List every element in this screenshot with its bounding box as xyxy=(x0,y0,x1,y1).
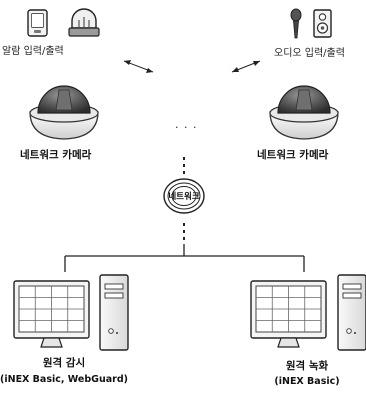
microphone-icon xyxy=(290,8,302,39)
network-label: 네트워크 xyxy=(168,192,200,202)
alarm-sensor-icon xyxy=(27,9,48,37)
remote-monitor-label: 원격 감시 xyxy=(42,357,86,369)
network-icon xyxy=(163,178,205,214)
network-camera-left-icon xyxy=(29,85,99,140)
siren-icon xyxy=(68,8,100,37)
remote-monitor-software-label: (iNEX Basic, WebGuard) xyxy=(0,374,128,385)
remote-recording-label: 원격 녹화 xyxy=(285,360,329,372)
network-camera-left-label: 네트워크 카메라 xyxy=(20,149,92,161)
more-devices-ellipsis: · · · xyxy=(175,121,198,134)
alarm-io-label: 알람 입력/출력 xyxy=(2,46,64,57)
distribution-line xyxy=(64,244,305,272)
remote-monitor-pc-icon xyxy=(13,274,129,351)
network-camera-right-label: 네트워크 카메라 xyxy=(257,149,329,161)
audio-link-arrow xyxy=(231,60,261,73)
remote-recording-pc-icon xyxy=(250,274,366,351)
network-camera-right-icon xyxy=(269,85,339,140)
audio-io-label: 오디오 입력/출력 xyxy=(274,48,345,59)
speaker-icon xyxy=(313,9,332,38)
dotted-link-lower xyxy=(183,223,185,240)
remote-recording-software-label: (iNEX Basic) xyxy=(274,376,340,387)
alarm-link-arrow xyxy=(123,60,154,73)
dotted-link-upper xyxy=(183,157,185,174)
